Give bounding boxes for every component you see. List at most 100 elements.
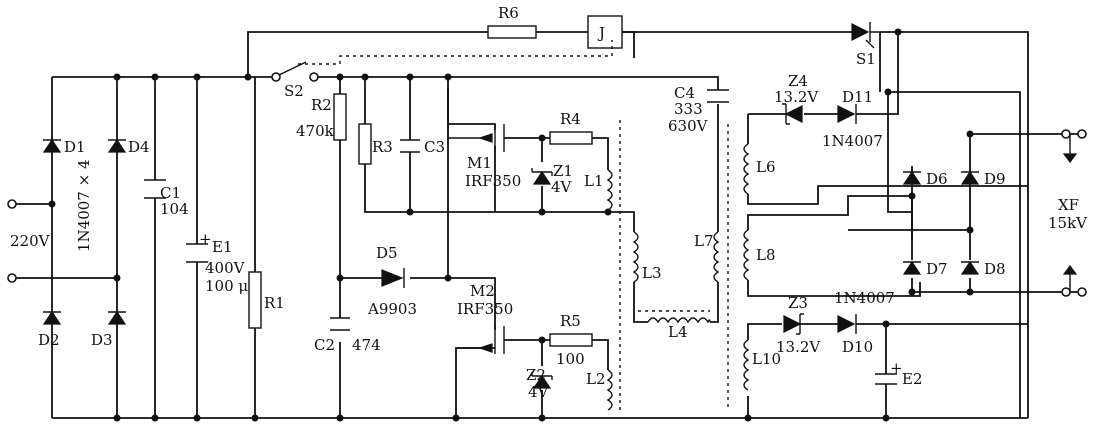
zener-z2: [531, 372, 553, 389]
label-z1-value: 4V: [551, 178, 573, 196]
label-m1-part: IRF350: [465, 172, 521, 190]
label-s1: S1: [856, 50, 876, 68]
label-z3: Z3: [788, 294, 808, 312]
label-d11-part: 1N4007: [822, 132, 883, 150]
diode-d4: [107, 138, 127, 153]
resistor-r3: [358, 123, 372, 165]
resistor-r4: [549, 131, 593, 145]
label-z4: Z4: [788, 72, 808, 90]
label-d10: D10: [842, 338, 873, 356]
label-d5-part: A9903: [367, 300, 417, 318]
inductor-l1: [606, 169, 613, 211]
wiring: [14, 31, 1080, 419]
label-m1: M1: [467, 154, 492, 172]
label-xf: XF: [1058, 196, 1079, 214]
label-e2: E2: [902, 370, 923, 388]
label-d7: D7: [926, 260, 948, 278]
label-e1-voltage: 400V: [205, 259, 246, 277]
label-d8: D8: [984, 260, 1006, 278]
label-l10: L10: [752, 350, 781, 368]
diode-d8: [960, 260, 980, 275]
spark-gap-icon: [1062, 134, 1078, 292]
capacitor-c2: [330, 317, 350, 331]
label-d5: D5: [376, 244, 398, 262]
capacitor-c4: [707, 89, 729, 103]
label-c3: C3: [424, 138, 445, 156]
label-l1: L1: [584, 172, 604, 190]
label-d6: D6: [926, 170, 948, 188]
label-e1-cap: 100 μ: [205, 277, 248, 295]
label-r5-value: 100: [556, 350, 585, 368]
inductor-l2: [606, 369, 613, 411]
switch-s2: [271, 61, 319, 82]
label-l7: L7: [694, 232, 714, 250]
diode-d10: [837, 314, 857, 334]
diode-d2: [42, 310, 62, 325]
relay-j: [587, 15, 623, 49]
label-c4: C4: [674, 84, 695, 102]
resistor-r1: [248, 271, 262, 329]
label-r6: R6: [498, 4, 519, 22]
label-diode-bridge: 1N4007 × 4: [75, 160, 93, 253]
label-r2: R2: [311, 96, 332, 114]
diode-d11: [837, 104, 857, 124]
label-e2-plus: +: [890, 359, 903, 377]
label-r1: R1: [264, 294, 285, 312]
inductor-l6: [743, 143, 750, 195]
label-z2-value: 4V: [528, 383, 550, 401]
inductor-l3: [632, 231, 639, 283]
inductor-l10: [743, 339, 750, 391]
label-xf-value: 15kV: [1048, 214, 1088, 232]
label-e1: E1: [212, 238, 233, 256]
label-r3: R3: [372, 138, 393, 156]
diode-d3: [107, 310, 127, 325]
terminals: [7, 129, 1087, 297]
label-d10-part: 1N4007: [834, 289, 895, 307]
label-m2-part: IRF350: [457, 300, 513, 318]
label-r5: R5: [560, 312, 581, 330]
thyristor-s1: [851, 22, 880, 49]
label-c4-voltage: 630V: [668, 117, 709, 135]
component-labels: D1 D4 D2 D3 1N4007 × 4 220V C1 104 + E1 …: [10, 4, 1088, 401]
label-l6: L6: [756, 158, 776, 176]
mosfet-m2: [456, 326, 505, 354]
diode-d6: [902, 170, 922, 185]
label-z3-value: 13.2V: [776, 338, 821, 356]
label-l4: L4: [668, 323, 688, 341]
resistor-r6: [487, 25, 537, 39]
zener-z3: [783, 313, 804, 335]
label-c1: C1: [160, 184, 181, 202]
diode-d9: [960, 170, 980, 185]
capacitor-c3: [400, 139, 420, 153]
label-l8: L8: [756, 246, 776, 264]
label-d1: D1: [64, 138, 86, 156]
label-r2-value: 470k: [296, 122, 335, 140]
label-d3: D3: [91, 331, 113, 349]
label-c2-value: 474: [352, 336, 381, 354]
label-c2: C2: [314, 336, 335, 354]
diode-d5: [381, 268, 405, 288]
label-j: J: [597, 24, 605, 42]
resistor-r5: [549, 333, 593, 347]
mosfet-m1: [447, 124, 505, 152]
zener-z1: [531, 168, 553, 185]
label-e1-plus: +: [199, 230, 212, 248]
label-z2: Z2: [526, 366, 546, 384]
label-d9: D9: [984, 170, 1006, 188]
label-s2: S2: [284, 82, 304, 100]
junction-dots: [48, 28, 974, 422]
label-c4-value: 333: [674, 100, 703, 118]
label-input-voltage: 220V: [10, 232, 51, 250]
label-z1: Z1: [553, 162, 573, 180]
label-l2: L2: [586, 370, 606, 388]
label-c1-value: 104: [160, 200, 189, 218]
inductor-l7: [713, 231, 720, 283]
label-m2: M2: [470, 282, 495, 300]
capacitor-e1: [186, 243, 208, 263]
inductor-l8: [743, 229, 750, 281]
label-d11: D11: [842, 88, 873, 106]
coupling-lines: [298, 40, 729, 410]
label-d4: D4: [128, 138, 150, 156]
resistor-r2: [333, 93, 347, 141]
capacitor-c1: [144, 179, 166, 199]
